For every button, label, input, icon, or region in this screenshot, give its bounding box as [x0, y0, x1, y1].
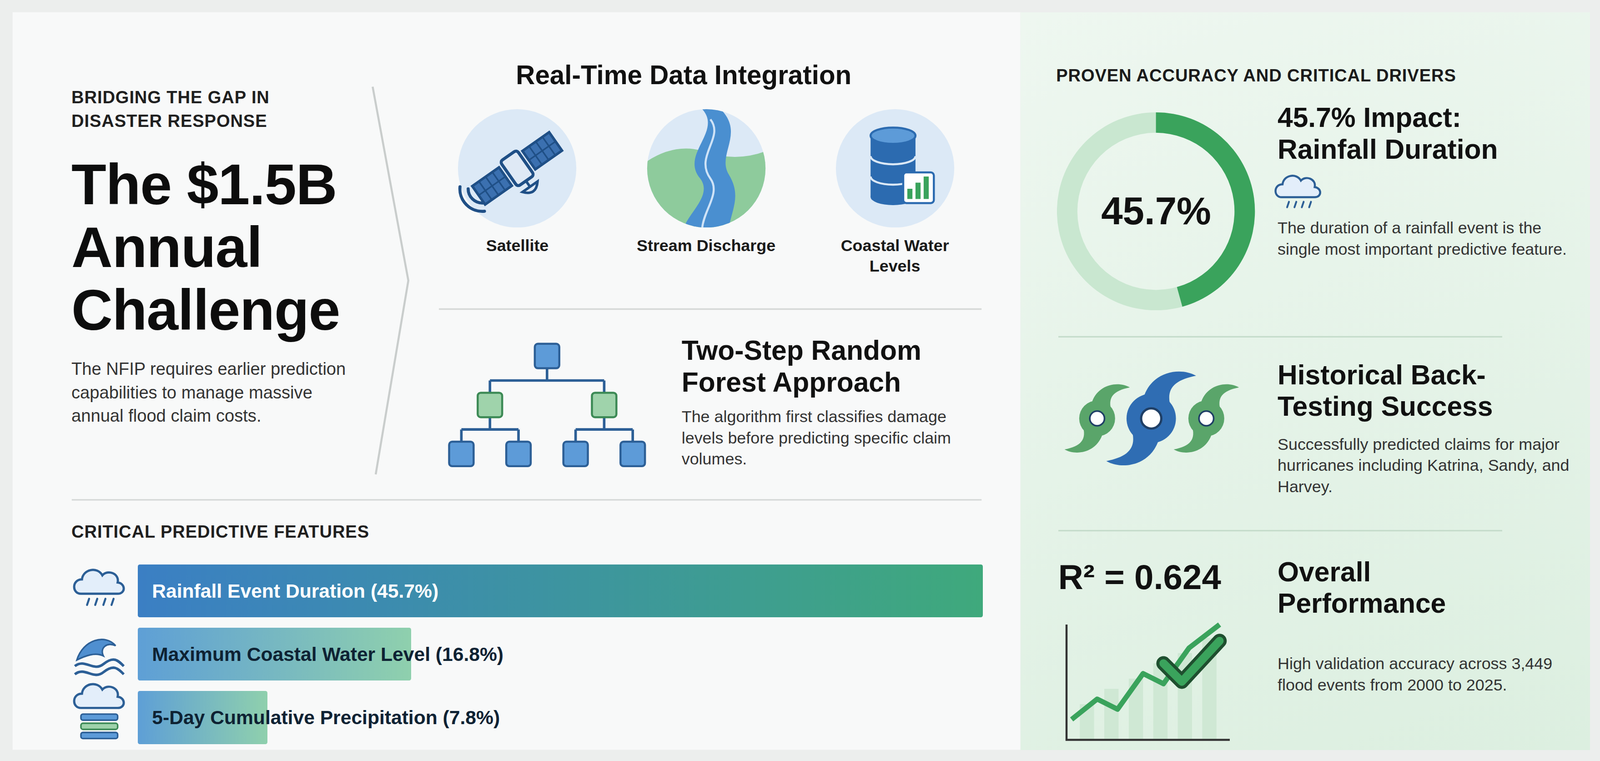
- icon-circle: [457, 109, 577, 228]
- main-title: The $1.5B Annual Challenge: [71, 153, 398, 343]
- bar-node: Maximum Coastal Water Level (16.8%): [137, 627, 519, 681]
- panel-grid: [528, 141, 556, 161]
- solar-panel: [522, 132, 563, 170]
- rain-icon-drops: [86, 598, 114, 605]
- hurricane-symbol: [1064, 384, 1130, 453]
- metric-value: R² = 0.624: [1058, 556, 1273, 599]
- tree-root: [534, 343, 560, 369]
- tree-branch: [477, 392, 503, 418]
- solar-panel: [472, 167, 513, 205]
- tree-leaf: [563, 441, 589, 467]
- icon-label: Coastal Water Levels: [823, 235, 967, 277]
- mini-chart-bar: [915, 182, 921, 200]
- hurricane-symbol: [1106, 371, 1196, 466]
- body-text: Successfully predicted claims for major …: [1277, 433, 1574, 498]
- bar-label: 5-Day Cumulative Precipitation (7.8%): [137, 690, 515, 745]
- bar-label: Rainfall Event Duration (45.7%): [137, 564, 453, 618]
- stack-bar: [80, 714, 118, 720]
- chart-bar: [1104, 688, 1119, 740]
- wave-line: [74, 667, 124, 675]
- tree-leaf: [449, 441, 474, 467]
- rule-line: [1058, 529, 1503, 532]
- body-text: High validation accuracy across 3,449 fl…: [1277, 653, 1574, 696]
- icon-circle-art: [445, 109, 589, 228]
- check-mark: [1163, 640, 1220, 682]
- bar-node: 5-Day Cumulative Precipitation (7.8%): [137, 690, 515, 745]
- donut-track: [1056, 112, 1255, 311]
- antenna-dish: [522, 181, 541, 197]
- hurricane-icons: [1064, 371, 1239, 466]
- icon-circle-art: [634, 109, 778, 228]
- chart-axes: [1066, 624, 1230, 740]
- rain-icon: [74, 569, 124, 605]
- cloud-icon: [1275, 175, 1320, 197]
- section-kicker: CRITICAL PREDICTIVE FEATURES: [71, 520, 582, 544]
- tree-connector: [461, 368, 633, 442]
- drawing-part: [1056, 112, 1255, 311]
- bar-node: Rainfall Event Duration (45.7%): [137, 564, 983, 618]
- performance-chart: [1066, 624, 1230, 740]
- section-heading: Real-Time Data Integration: [438, 59, 929, 91]
- body-text: The NFIP requires earlier prediction cap…: [71, 357, 363, 428]
- panel-grid: [478, 176, 506, 196]
- database-icon: [870, 127, 934, 206]
- satellite-icon: [470, 128, 573, 218]
- tree-leaf: [506, 441, 531, 467]
- icon-label: Stream Discharge: [634, 235, 778, 257]
- wave-icon: [74, 639, 124, 675]
- cloud-icon: [74, 684, 124, 708]
- icon-node: Stream Discharge: [634, 109, 778, 257]
- section-heading: 45.7% Impact: Rainfall Duration: [1277, 101, 1554, 166]
- rain-icon-drops: [1287, 201, 1311, 208]
- tree-icon: [449, 343, 646, 467]
- mini-chart-bar: [923, 176, 929, 199]
- stack-bar: [80, 732, 118, 739]
- drawing-part: [74, 684, 124, 708]
- tree-leaf: [620, 441, 645, 467]
- wave-line: [74, 659, 124, 667]
- body-text: The duration of a rainfall event is the …: [1277, 217, 1574, 260]
- section-heading: Historical Back-Testing Success: [1277, 359, 1554, 423]
- bar-label: Maximum Coastal Water Level (16.8%): [137, 627, 519, 681]
- river-highlight: [702, 119, 715, 228]
- db-top: [870, 127, 916, 144]
- river-icon: [634, 109, 778, 228]
- satellite-body: [500, 150, 535, 187]
- mini-chart-frame: [903, 172, 934, 203]
- rain-icon: [1275, 175, 1320, 207]
- river-water: [683, 109, 735, 228]
- section-heading: Overall Performance: [1277, 556, 1503, 620]
- section-divider: [372, 86, 408, 475]
- icon-label: Satellite: [445, 235, 589, 257]
- icon-node: Satellite: [445, 109, 589, 257]
- rule-line: [71, 498, 982, 501]
- check-outline: [1163, 640, 1220, 682]
- stack-bar: [80, 723, 118, 730]
- precip-stack-icon: [74, 684, 124, 739]
- cloud-icon: [74, 569, 124, 594]
- trend-line: [1071, 624, 1220, 720]
- wave-crest: [76, 639, 116, 660]
- signal-arcs: [460, 186, 485, 212]
- left-card: [12, 12, 1021, 750]
- icon-node: Coastal Water Levels: [823, 109, 967, 277]
- rule-line: [1058, 336, 1503, 338]
- body-text: The algorithm first classifies damage le…: [681, 406, 988, 470]
- section-heading: Two-Step Random Forest Approach: [681, 334, 988, 398]
- panel-heading: PROVEN ACCURACY AND CRITICAL DRIVERS: [1056, 65, 1457, 86]
- mini-chart-bar: [907, 188, 913, 199]
- tree-branch: [592, 392, 617, 418]
- db-band: [870, 155, 916, 165]
- section-kicker: BRIDGING THE GAP IN DISASTER RESPONSE: [71, 85, 327, 133]
- rule-line: [438, 308, 982, 310]
- icon-circle-art: [823, 109, 967, 228]
- icon-circle: [835, 109, 955, 228]
- donut-node: 45.7%: [1056, 112, 1255, 311]
- hurricane-symbol: [1173, 384, 1239, 453]
- donut-value: 45.7%: [1056, 112, 1255, 311]
